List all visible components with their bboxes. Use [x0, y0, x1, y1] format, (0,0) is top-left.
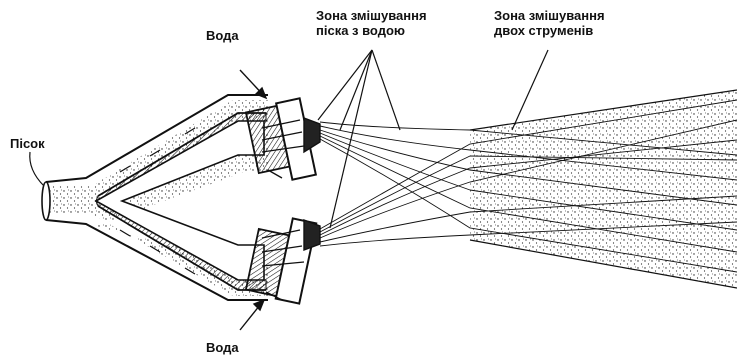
lower-nozzle	[246, 218, 320, 303]
sand-leader	[30, 152, 44, 186]
combined-stream-fill	[470, 90, 737, 288]
zone-two-jets-line2: двох струменів	[494, 23, 605, 38]
water-bottom-arrowhead	[254, 300, 264, 310]
zone-sand-water-line2: піска з водою	[316, 23, 427, 38]
zone-two-jets-line1: Зона змішування	[494, 8, 605, 23]
zone-two-jets-label: Зона змішування двох струменів	[494, 8, 605, 38]
water-top-label: Вода	[206, 28, 239, 43]
upper-nozzle-tip	[304, 118, 320, 152]
sand-label: Пісок	[10, 136, 45, 151]
zone-sand-water-line1: Зона змішування	[316, 8, 427, 23]
zone-sand-water-leader-3	[372, 50, 400, 130]
sand-inlet-opening	[42, 182, 50, 220]
upper-nozzle	[246, 98, 320, 179]
lower-nozzle-tip	[304, 220, 320, 250]
zone-sand-water-label: Зона змішування піска з водою	[316, 8, 427, 38]
sand-pipe	[42, 95, 268, 300]
zone-two-jets-leader	[512, 50, 548, 130]
water-bottom-label: Вода	[206, 340, 239, 355]
